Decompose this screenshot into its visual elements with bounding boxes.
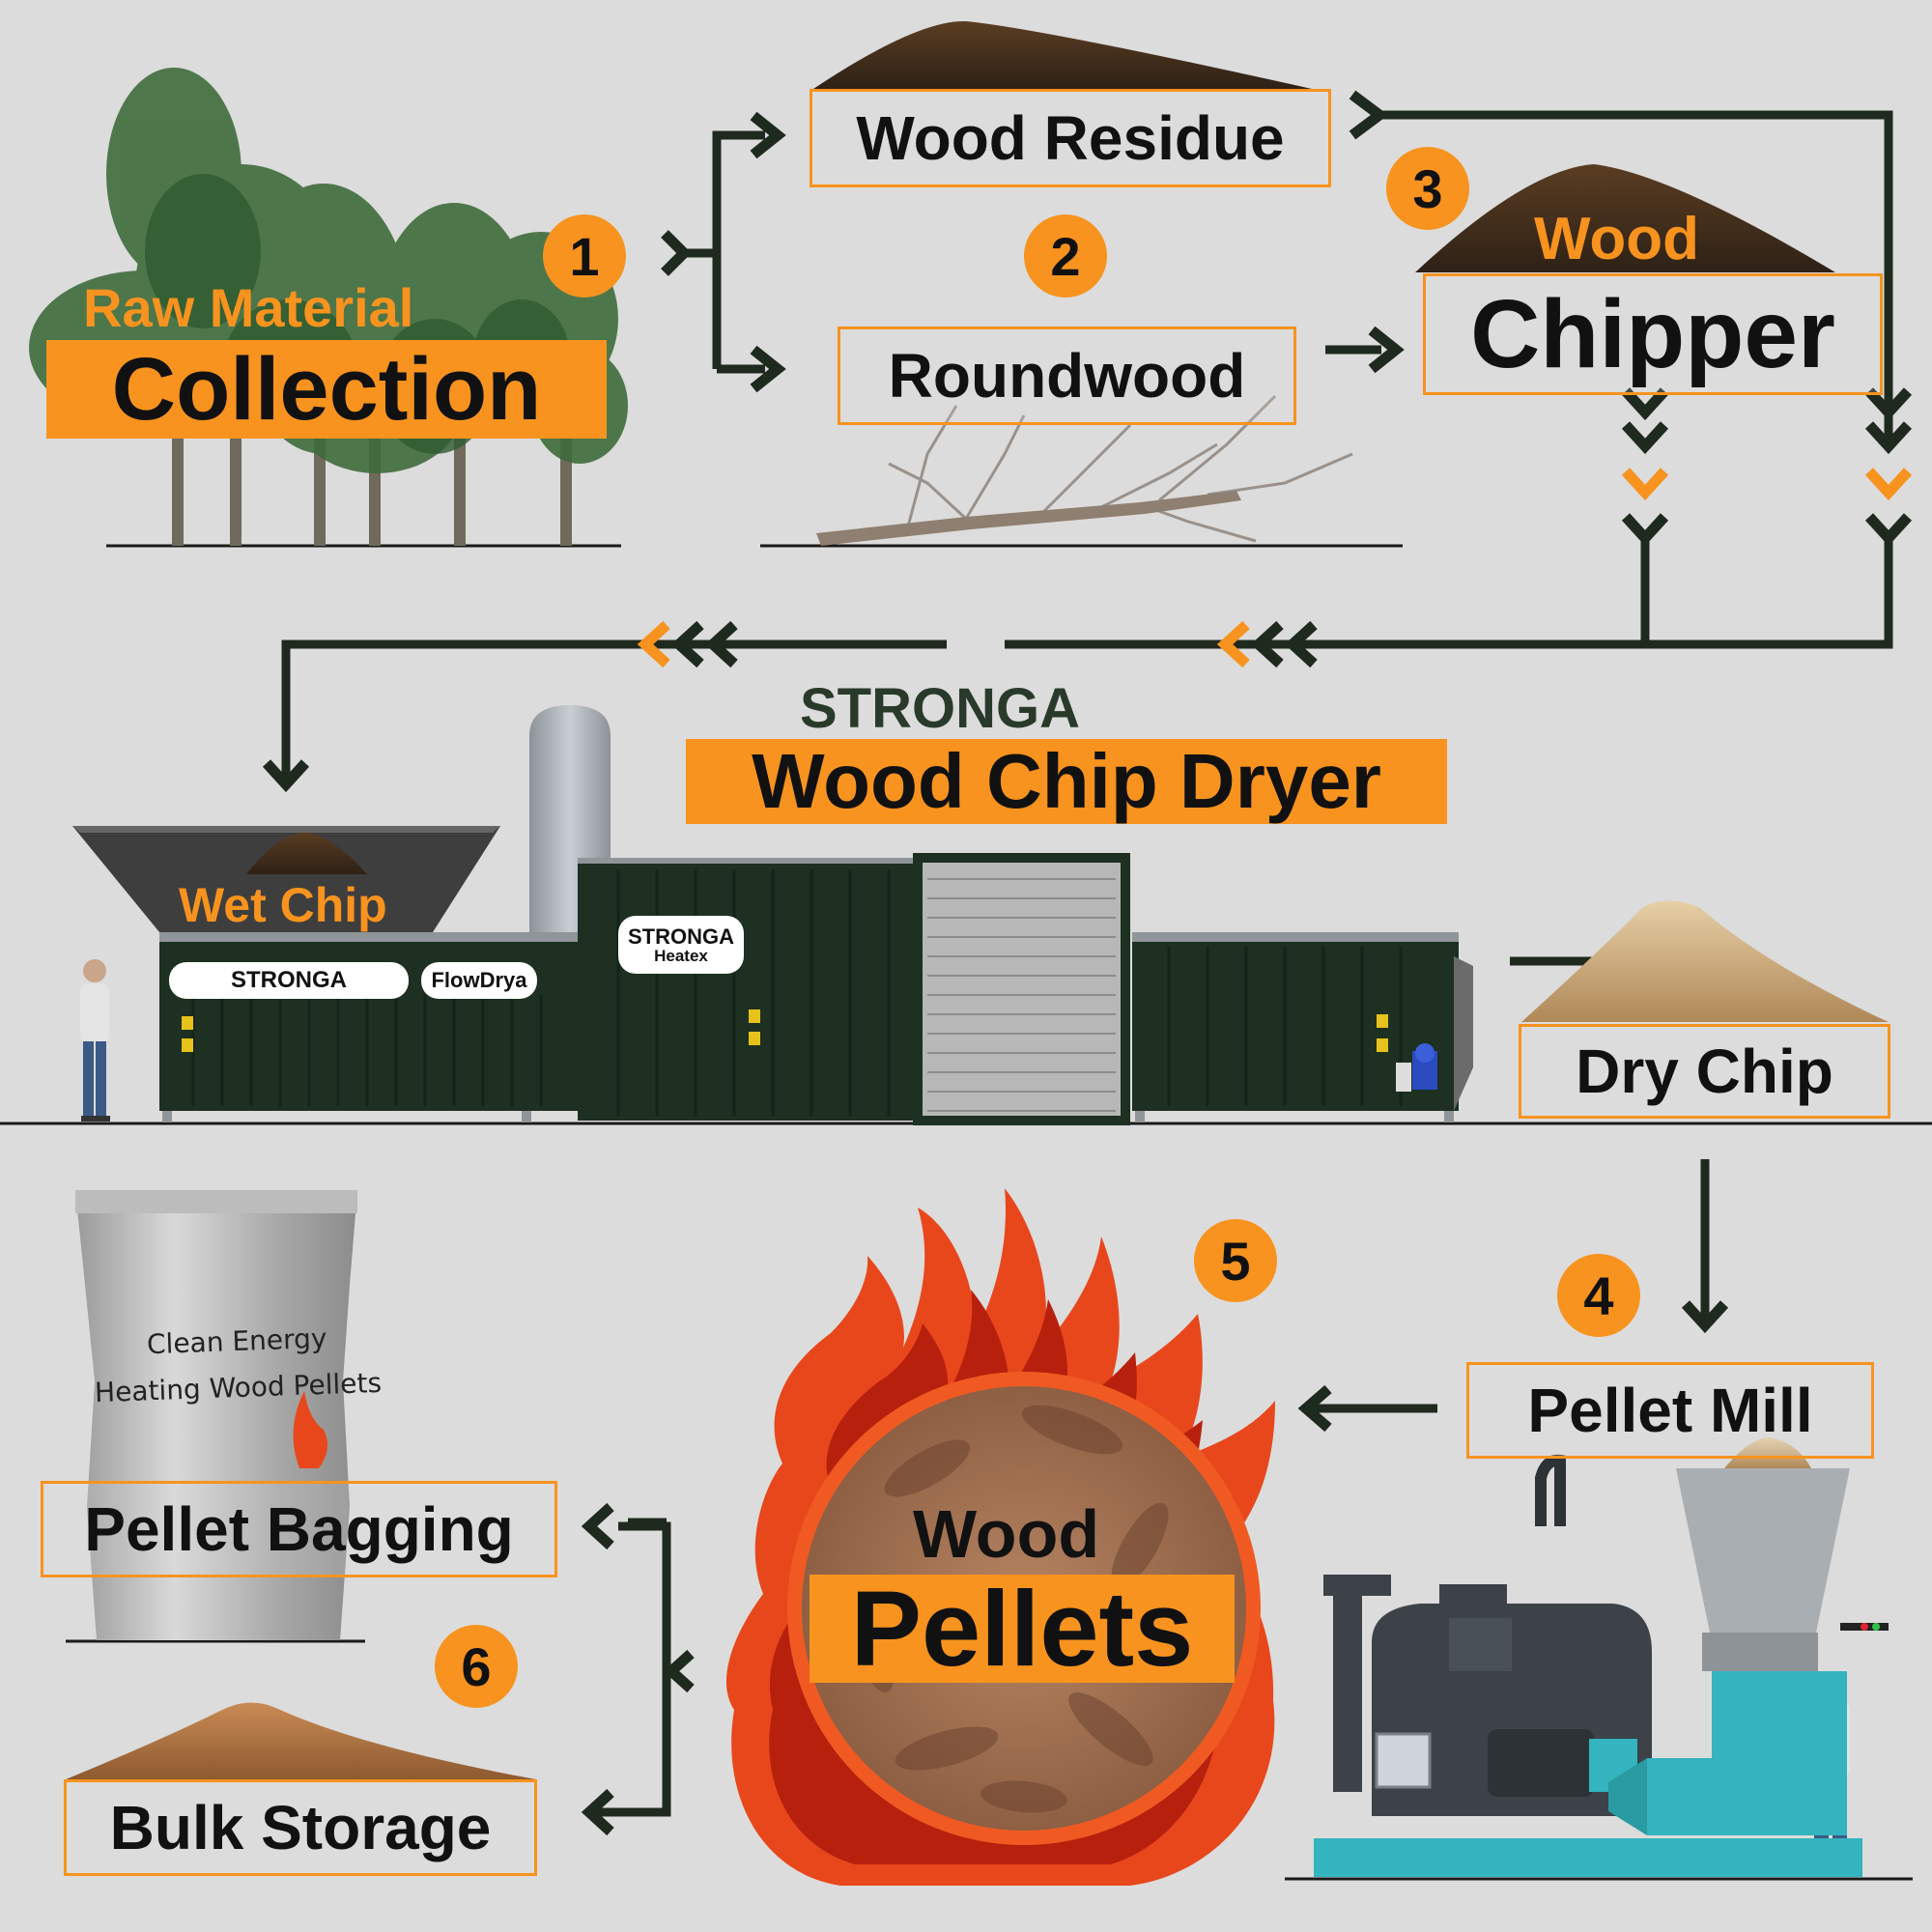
roundwood-box: Roundwood [838,327,1296,425]
step-badge-1: 1 [543,214,626,298]
pellet-bagging-box: Pellet Bagging [41,1481,557,1577]
pellets-title: Pellets [810,1570,1235,1689]
pellet-mill-box: Pellet Mill [1466,1362,1874,1459]
wet-chip-label: Wet Chip [179,878,387,932]
pellets-kicker: Wood [913,1496,1100,1572]
pellet-mill-icon [1314,1437,1889,1877]
bag-icon [75,1190,357,1640]
arrow-heads [262,90,1913,1836]
bulk-storage-box: Bulk Storage [64,1779,537,1876]
person-icon [80,959,110,1122]
step-badge-3: 3 [1386,147,1469,230]
bag-line-1: Clean Energy [146,1321,327,1361]
dryer-title: Wood Chip Dryer [686,738,1447,824]
heatex-sign-top: STRONGA [628,923,734,949]
chipper-box: Chipper [1423,273,1883,395]
step-badge-6: 6 [435,1625,518,1708]
step-badge-2: 2 [1024,214,1107,298]
step-badge-5: 5 [1194,1219,1277,1302]
bag-top-branch [618,1521,671,1671]
dryer-sign-flowdrya: FlowDrya [421,962,537,999]
dryer-brand: STRONGA [800,677,1080,740]
heatex-sign-bottom: Heatex [654,946,708,965]
collection-title: Collection [46,340,607,439]
dryer-sign-stronga: STRONGA [169,962,409,999]
accent-chevrons [637,468,1913,668]
dryer-sign-heatex: STRONGA Heatex [618,916,744,974]
wood-residue-box: Wood Residue [810,89,1331,187]
collection-kicker: Raw Material [83,277,414,338]
step-badge-4: 4 [1557,1254,1640,1337]
chip-pile-icon [66,1702,536,1779]
chip-pile-icon [1521,900,1889,1022]
log-icon [816,394,1353,546]
wood-chip-dryer-machine [72,705,1473,1125]
chip-pile-icon [813,20,1312,89]
chipper-kicker: Wood [1534,206,1700,272]
chip-pile-icon [1415,164,1835,272]
dry-chip-box: Dry Chip [1519,1024,1890,1119]
